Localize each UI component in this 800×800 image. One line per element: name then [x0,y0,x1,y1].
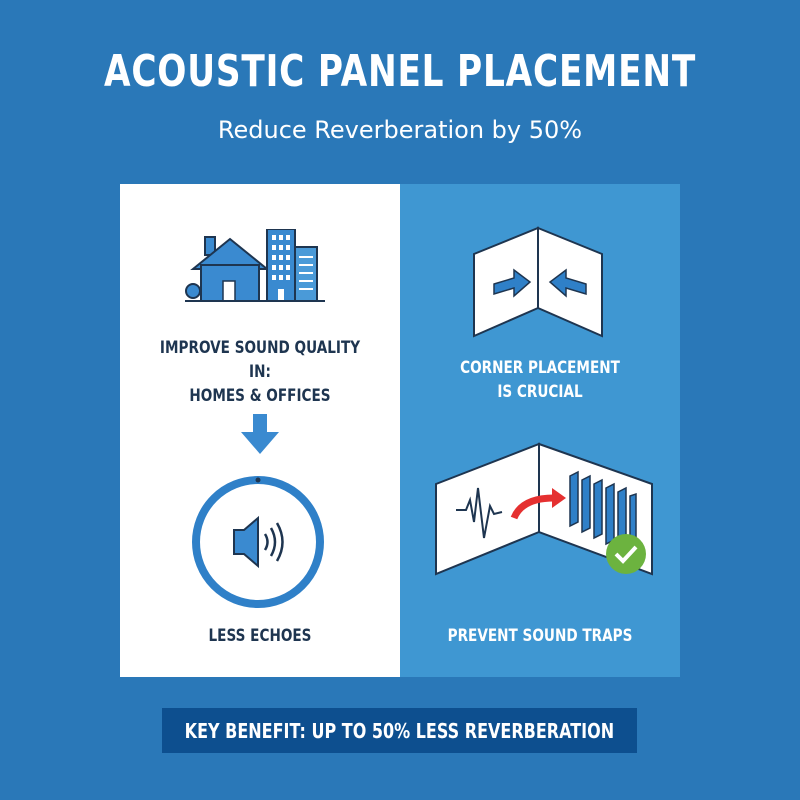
less-echoes-label: LESS ECHOES [208,626,312,646]
page-subtitle: Reduce Reverberation by 50% [217,116,583,144]
sound-trap-panels-icon [435,442,653,576]
arrow-down-icon [241,414,279,454]
key-benefit-banner: KEY BENEFIT: UP TO 50% LESS REVERBERATIO… [162,708,637,753]
right-panel: CORNER PLACEMENT IS CRUCIAL PREVENT SOUN… [400,184,680,677]
speaker-in-circle-icon [192,476,324,608]
corner-arrows-icon [473,226,603,338]
corner-placement-label: CORNER PLACEMENT IS CRUCIAL [460,358,620,402]
page-title: ACOUSTIC PANEL PLACEMENT [103,46,697,97]
prevent-sound-traps-label: PREVENT SOUND TRAPS [447,626,633,646]
key-benefit-text: KEY BENEFIT: UP TO 50% LESS REVERBERATIO… [184,718,615,743]
homes-offices-label: IMPROVE SOUND QUALITY IN: HOMES & OFFICE… [159,338,361,406]
left-panel: IMPROVE SOUND QUALITY IN: HOMES & OFFICE… [120,184,400,677]
house-and-building-icon [185,229,325,302]
